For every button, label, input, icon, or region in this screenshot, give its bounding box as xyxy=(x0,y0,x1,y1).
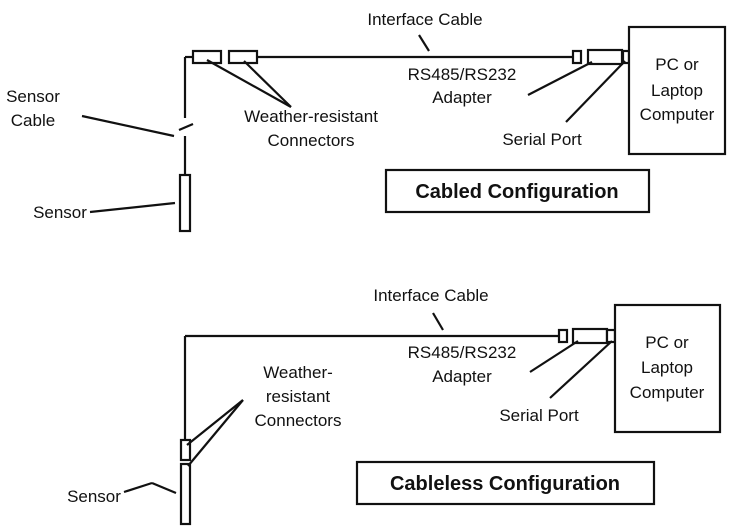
pc-laptop-computer xyxy=(613,303,722,434)
interface-cable-label: Interface Cable xyxy=(373,286,488,305)
serial-port-leader xyxy=(549,340,613,399)
sensor-leader xyxy=(89,201,176,214)
connectors-leader-upper xyxy=(186,399,244,446)
rs485-rs232-adapter-plug xyxy=(557,328,569,344)
computer-label-line2: Laptop xyxy=(641,358,693,377)
sensor-cable-label-line2: Cable xyxy=(11,111,55,130)
weather-resistant-connector-right xyxy=(227,49,259,65)
rs485-rs232-adapter xyxy=(571,327,609,345)
serial-port xyxy=(605,328,617,344)
interface-cable-leader xyxy=(418,34,430,52)
interface-cable-leader xyxy=(432,312,444,331)
connectors-leader-right xyxy=(243,60,292,108)
interface-cable-label: Interface Cable xyxy=(367,10,482,29)
sensor-leader xyxy=(123,481,153,494)
adapter-label-line2: Adapter xyxy=(432,88,492,107)
weather-resistant-connector xyxy=(179,438,192,462)
serial-port-label: Serial Port xyxy=(499,406,579,425)
connectors-label-line2: Connectors xyxy=(268,131,355,150)
sensor-cable-break xyxy=(178,122,194,132)
sensor-cable-label-line1: Sensor xyxy=(6,87,60,106)
cableless-title: Cableless Configuration xyxy=(390,473,620,495)
sensor-cable-leader xyxy=(81,114,175,138)
computer-label-line3: Computer xyxy=(640,105,715,124)
sensor-probe xyxy=(178,173,192,233)
adapter-leader xyxy=(529,340,579,373)
connectors-label-line2: resistant xyxy=(266,387,331,406)
sensor-label: Sensor xyxy=(67,487,121,506)
sensor-leader-tail xyxy=(151,481,177,495)
cableless-title-box xyxy=(355,460,656,506)
sensor-label: Sensor xyxy=(33,203,87,222)
adapter-leader xyxy=(527,61,593,96)
rs485-rs232-adapter xyxy=(586,48,624,66)
adapter-label-line1: RS485/RS232 xyxy=(408,65,517,84)
rs485-rs232-adapter-plug xyxy=(571,49,583,65)
connectors-leader-lower xyxy=(187,399,244,467)
adapter-label-line2: Adapter xyxy=(432,367,492,386)
computer-label-line1: PC or xyxy=(645,333,689,352)
computer-label-line1: PC or xyxy=(655,55,699,74)
connectors-leader-left xyxy=(206,59,292,108)
weather-resistant-connector-left xyxy=(191,49,223,65)
computer-label-line2: Laptop xyxy=(651,81,703,100)
cabled-title: Cabled Configuration xyxy=(415,181,618,203)
serial-port-leader xyxy=(565,60,626,123)
adapter-label-line1: RS485/RS232 xyxy=(408,343,517,362)
serial-port-label: Serial Port xyxy=(502,130,582,149)
connectors-label-line1: Weather- xyxy=(263,363,333,382)
pc-laptop-computer xyxy=(627,25,727,156)
cabled-title-box xyxy=(384,168,651,214)
connectors-label-line3: Connectors xyxy=(255,411,342,430)
connectors-label-line1: Weather-resistant xyxy=(244,107,378,126)
sensor-probe xyxy=(179,462,192,526)
cableless-configuration: Interface Cable RS485/RS232 Adapter PC o… xyxy=(67,286,722,526)
cabled-configuration: Interface Cable RS485/RS232 Adapter PC o… xyxy=(6,10,727,233)
computer-label-line3: Computer xyxy=(630,383,705,402)
